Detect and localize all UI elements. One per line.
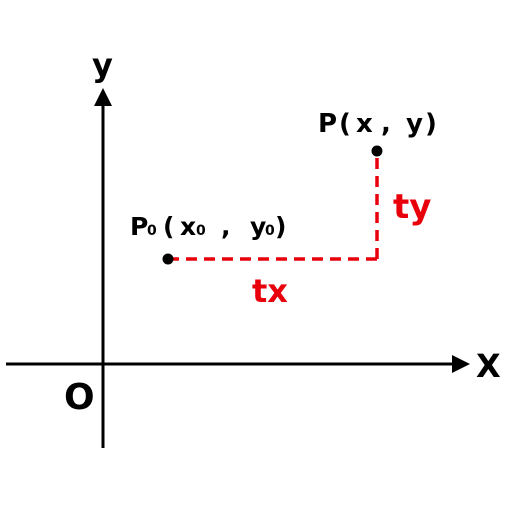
p-separator: , [381, 109, 391, 139]
origin-label: O [64, 377, 95, 418]
point-p [371, 145, 383, 157]
point-p0 [162, 253, 174, 265]
ty-label: ty [393, 187, 431, 227]
p-open-paren: ( [339, 109, 351, 139]
y-axis-label: y [92, 46, 113, 84]
p-close-paren: ) [425, 109, 437, 139]
x-axis-label: X [476, 347, 501, 385]
p0-close-paren: ) [275, 212, 286, 241]
p0-name: P [130, 212, 148, 241]
tx-label: tx [252, 272, 288, 310]
p0-label: P 0 ( x 0 , y 0 ) [130, 212, 286, 241]
p-y: y [406, 109, 423, 139]
x-axis-arrow-icon [452, 355, 470, 373]
p0-separator: , [221, 212, 231, 241]
y-axis-arrow-icon [94, 88, 112, 106]
p-name: P [318, 109, 337, 139]
p0-x: x [180, 212, 196, 241]
p0-y-subscript: 0 [265, 223, 275, 239]
p0-y: y [250, 212, 266, 241]
p-label: P ( x , y ) [318, 109, 437, 139]
p-x: x [356, 109, 373, 139]
p0-open-paren: ( [163, 212, 174, 241]
p0-x-subscript: 0 [196, 223, 206, 239]
p0-subscript: 0 [147, 223, 157, 239]
